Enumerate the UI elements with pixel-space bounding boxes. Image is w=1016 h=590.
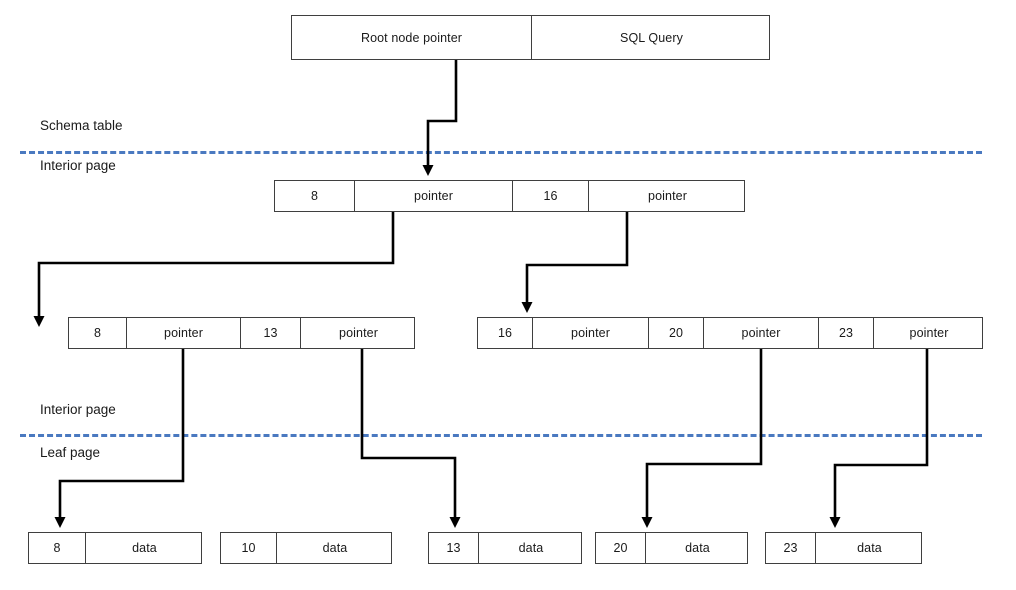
zone-label-leaf-page-3: Leaf page [40, 445, 101, 460]
leaf-node-8-cell-data: data [132, 541, 157, 555]
leaf-node-13-cell-data: data [518, 541, 544, 555]
right-20-pointer-to-leaf-20-arrowhead [641, 517, 653, 528]
leaf-node-13: 13 data [428, 532, 582, 564]
left-interior-node-cell-pointer: pointer [339, 326, 378, 340]
leaf-node-20: 20 data [595, 532, 748, 564]
interior-16-pointer-to-right-interior [525, 212, 629, 302]
root-pointer-to-root-interior [426, 60, 458, 165]
zone-label-interior-page-1: Interior page [40, 158, 116, 173]
interior-8-pointer-to-left-interior [37, 212, 395, 316]
right-interior-node-cell-pointer: pointer [704, 318, 819, 348]
left-interior-node-cell-pointer: pointer [127, 318, 241, 348]
right-interior-node-cell-pointer: pointer [533, 318, 649, 348]
interior-16-pointer-to-right-interior-arrowhead [521, 302, 533, 313]
zone-divider-0 [20, 151, 982, 154]
leaf-node-13-cell-13: 13 [429, 533, 479, 563]
leaf-node-8: 8 data [28, 532, 202, 564]
leaf-node-10-cell-data: data [322, 541, 348, 555]
root-pointer-to-root-interior-arrowhead [422, 165, 434, 176]
leaf-node-20-cell-data: data [685, 541, 710, 555]
leaf-node-10-cell-10: 10 [221, 533, 277, 563]
left-13-pointer-to-leaf-13-arrowhead [449, 517, 461, 528]
zone-label-schema-table-0: Schema table [40, 118, 123, 133]
left-8-pointer-to-leaf-8 [58, 349, 185, 517]
right-interior-node-cell-pointer: pointer [909, 326, 949, 340]
schema-table-node: Root node pointer SQL Query [291, 15, 770, 60]
left-interior-node-cell-13: 13 [241, 318, 301, 348]
right-20-pointer-to-leaf-20 [645, 349, 763, 517]
zone-label-interior-page-2: Interior page [40, 402, 116, 417]
left-8-pointer-to-leaf-8-arrowhead [54, 517, 66, 528]
left-13-pointer-to-leaf-13 [360, 349, 457, 517]
root-interior-node-cell-pointer: pointer [648, 189, 687, 203]
interior-8-pointer-to-left-interior-arrowhead [33, 316, 45, 327]
schema-table-node-cell-root-node-pointer: Root node pointer [292, 16, 532, 59]
leaf-node-8-cell-8: 8 [29, 533, 86, 563]
leaf-node-23-cell-23: 23 [766, 533, 816, 563]
root-interior-node-cell-16: 16 [513, 181, 589, 211]
right-23-pointer-to-leaf-23-arrowhead [829, 517, 841, 528]
root-interior-node-cell-pointer: pointer [355, 181, 513, 211]
leaf-node-20-cell-20: 20 [596, 533, 646, 563]
right-interior-node-cell-23: 23 [819, 318, 874, 348]
zone-divider-1 [20, 434, 982, 437]
right-interior-node-cell-16: 16 [478, 318, 533, 348]
schema-table-node-cell-sql-query: SQL Query [620, 30, 683, 45]
leaf-node-23-cell-data: data [857, 541, 882, 555]
right-interior-node-cell-20: 20 [649, 318, 704, 348]
left-interior-node-cell-8: 8 [69, 318, 127, 348]
leaf-node-10: 10 data [220, 532, 392, 564]
leaf-node-23: 23 data [765, 532, 922, 564]
right-23-pointer-to-leaf-23 [833, 349, 929, 517]
root-interior-node-cell-8: 8 [275, 181, 355, 211]
